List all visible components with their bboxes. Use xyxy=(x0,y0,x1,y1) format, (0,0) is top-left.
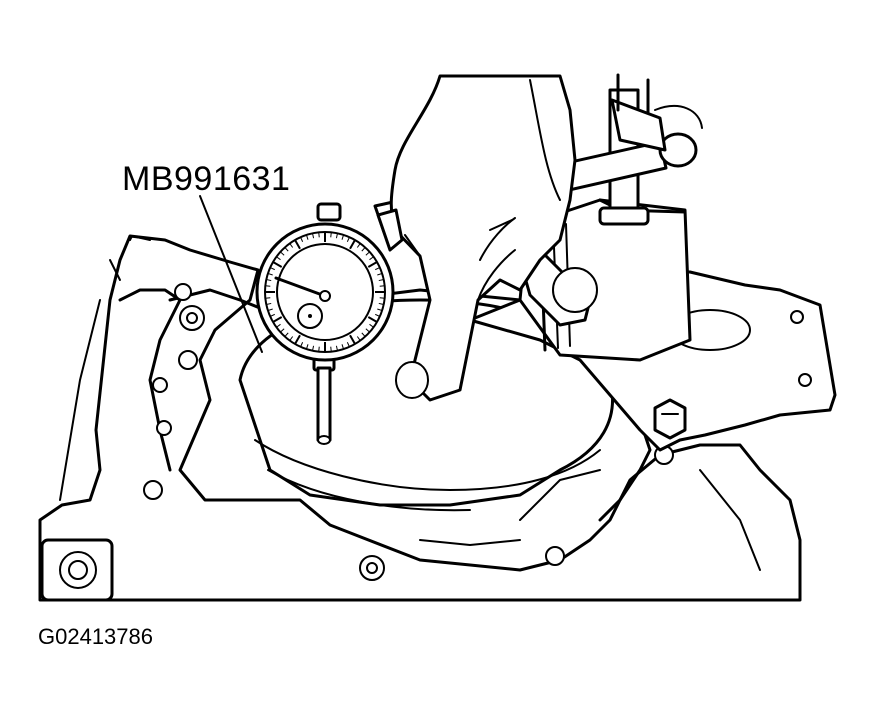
dial-tick xyxy=(349,239,356,250)
dial-tick xyxy=(378,279,384,282)
dial-tick xyxy=(379,285,385,287)
figure-id: G02413786 xyxy=(38,624,153,649)
dial-tick xyxy=(300,236,304,242)
dial-tick xyxy=(377,308,383,312)
dial-tick xyxy=(346,236,350,242)
dial-tick xyxy=(266,279,272,282)
dial-tick xyxy=(341,234,345,240)
dial-tick xyxy=(280,251,285,256)
dial-tick xyxy=(330,346,332,352)
dial-tick xyxy=(289,336,294,341)
dial-tick xyxy=(367,316,378,323)
dial-tick xyxy=(276,323,281,328)
dial-indicator-icon xyxy=(255,202,404,445)
dial-tick xyxy=(300,342,304,348)
dial-tick xyxy=(346,342,350,348)
dial-tick xyxy=(361,332,366,337)
dial-tick xyxy=(272,316,283,323)
dial-tick xyxy=(267,308,273,312)
dial-tick xyxy=(318,232,320,238)
dial-tick xyxy=(375,313,381,317)
dial-tick xyxy=(269,313,275,317)
dial-tick xyxy=(377,272,383,276)
dial-tick xyxy=(365,328,370,333)
dial-tick xyxy=(305,234,309,240)
tool-callout-label: MB991631 xyxy=(122,160,291,198)
dial-tick xyxy=(312,233,315,239)
dial-tick xyxy=(375,267,381,271)
dial-tick xyxy=(312,345,315,351)
dial-tick xyxy=(266,302,272,305)
dial-tick xyxy=(361,247,366,252)
dial-tick xyxy=(349,334,356,345)
dial-tick xyxy=(276,256,281,261)
dial-tick xyxy=(269,267,275,271)
callout-leader xyxy=(199,195,263,353)
dial-tick xyxy=(318,346,320,352)
dial-tick xyxy=(294,239,301,250)
dial-tick xyxy=(367,261,378,268)
dial-tick xyxy=(369,323,374,328)
dial-tick xyxy=(335,345,338,351)
dial-tick xyxy=(265,285,271,287)
dial-tick xyxy=(305,344,309,350)
dial-tick xyxy=(284,332,289,337)
dial-tick xyxy=(335,233,338,239)
dial-tick xyxy=(280,328,285,333)
dial-tick xyxy=(379,297,385,299)
dial-tick xyxy=(330,232,332,238)
dial-tick xyxy=(294,334,301,345)
dial-tick xyxy=(369,256,374,261)
dial-tick xyxy=(341,344,345,350)
dial-tick xyxy=(284,247,289,252)
dial-tick xyxy=(378,302,384,305)
dial-tick xyxy=(289,243,294,248)
dial-tick xyxy=(265,297,271,299)
dial-tick xyxy=(365,251,370,256)
dial-tick xyxy=(272,261,283,268)
dial-tick xyxy=(356,243,361,248)
dial-tick xyxy=(356,336,361,341)
dial-tick xyxy=(267,272,273,276)
